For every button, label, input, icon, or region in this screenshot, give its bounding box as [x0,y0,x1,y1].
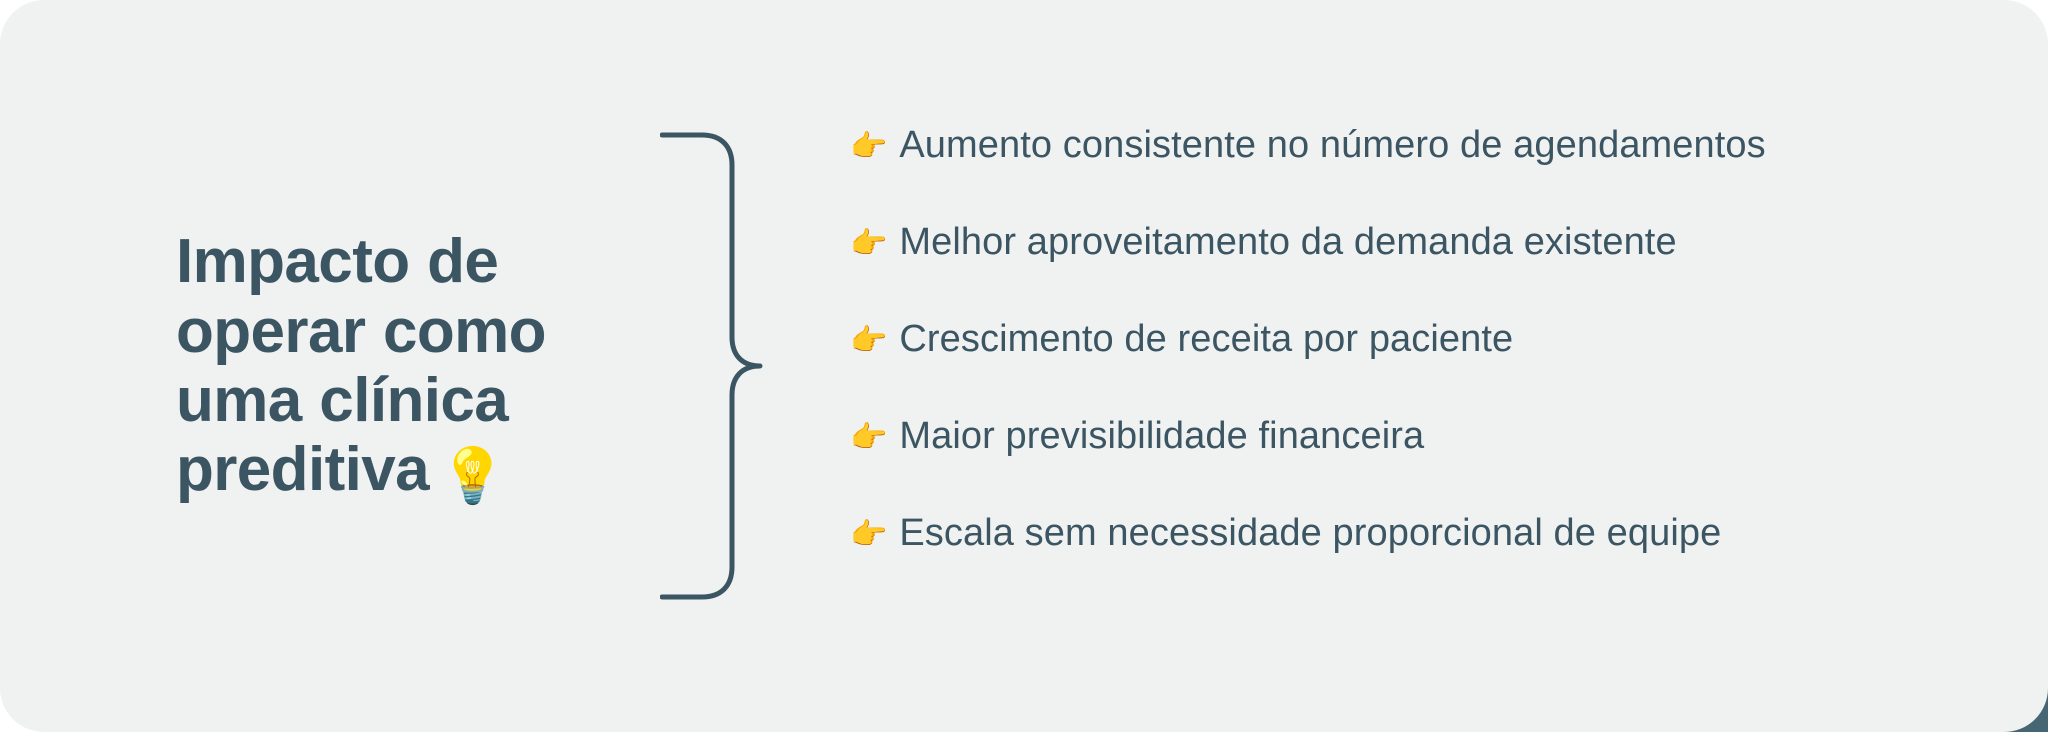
light-bulb-icon: 💡 [439,446,506,507]
page-title: Impacto de operar como uma clínica predi… [176,227,606,505]
benefits-list: 👉 Aumento consistente no número de agend… [840,124,2048,609]
list-item-label: Crescimento de receita por paciente [899,317,1514,360]
heading-column: Impacto de operar como uma clínica predi… [0,227,640,505]
list-item-label: Aumento consistente no número de agendam… [899,123,1766,166]
page-title-text: Impacto de operar como uma clínica predi… [176,227,547,505]
pointer-right-icon: 👉 [850,517,888,551]
brace-column [640,0,840,732]
list-item: 👉 Melhor aproveitamento da demanda exist… [850,221,1968,318]
list-item: 👉 Aumento consistente no número de agend… [850,124,1968,221]
list-item-label: Maior previsibilidade financeira [899,414,1425,457]
pointer-right-icon: 👉 [850,420,888,454]
list-item: 👉 Escala sem necessidade proporcional de… [850,512,1968,609]
pointer-right-icon: 👉 [850,323,888,357]
list-item-label: Escala sem necessidade proporcional de e… [899,511,1722,554]
pointer-right-icon: 👉 [850,129,888,163]
list-item-label: Melhor aproveitamento da demanda existen… [899,220,1677,263]
list-item: 👉 Crescimento de receita por paciente [850,318,1968,415]
curly-brace-connector [660,132,763,600]
list-item: 👉 Maior previsibilidade financeira [850,415,1968,512]
pointer-right-icon: 👉 [850,226,888,260]
